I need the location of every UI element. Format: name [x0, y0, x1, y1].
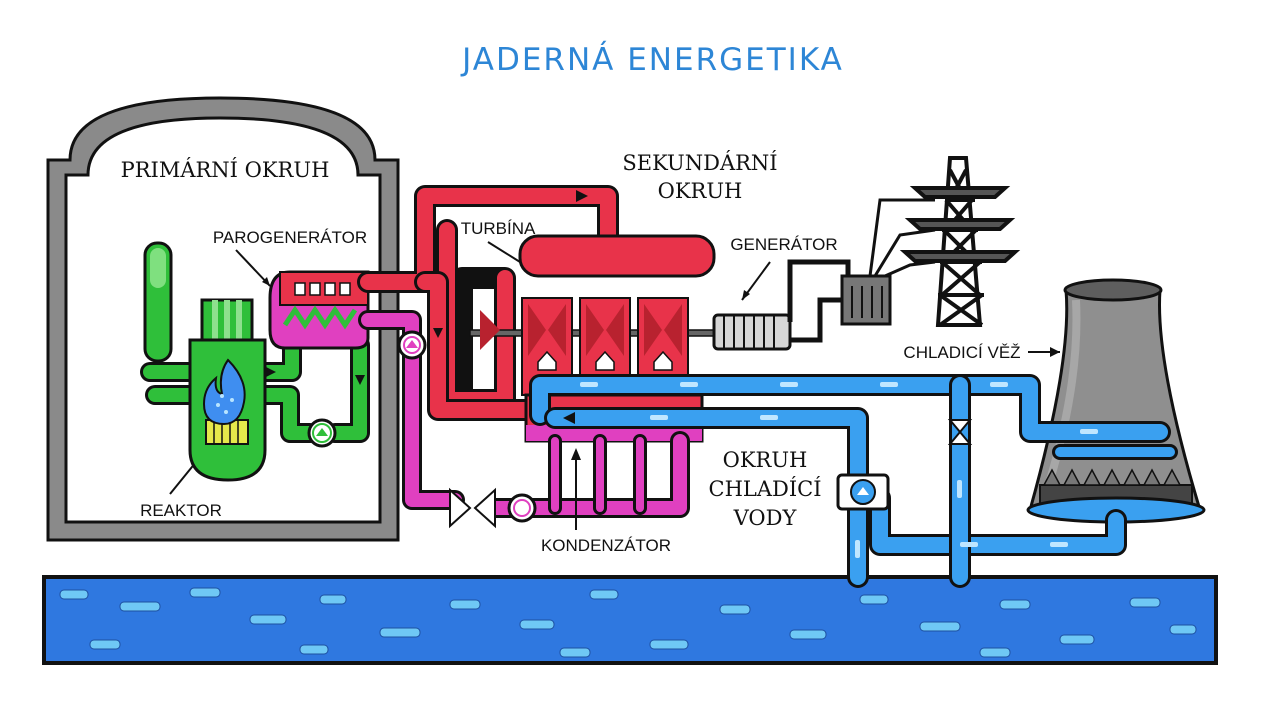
reactor-label: REAKTOR [140, 501, 222, 520]
power-lines [790, 262, 848, 340]
control-rod-column [145, 243, 171, 361]
turbine-label: TURBÍNA [461, 219, 536, 238]
cooling-water-label-2: CHLADÍCÍ [709, 477, 822, 501]
cooling-water-label-3: VODY [733, 506, 798, 530]
cooling-tower-label: CHLADICÍ VĚŽ [903, 343, 1020, 362]
power-pylon-icon [905, 158, 1015, 325]
pump-icon [509, 495, 535, 521]
primary-circuit-label: PRIMÁRNÍ OKRUH [121, 158, 330, 182]
turbine-arrow [488, 242, 520, 262]
pump-icon [399, 332, 425, 358]
diagram-title: JADERNÁ ENERGETIKA [460, 42, 844, 78]
valve-icon [450, 490, 495, 526]
pump-icon [838, 475, 888, 509]
secondary-circuit-label-1: SEKUNDÁRNÍ [622, 151, 777, 175]
pump-icon [309, 420, 335, 446]
power-lines [870, 200, 935, 276]
condenser-label: KONDENZÁTOR [541, 536, 671, 555]
steam-generator-label: PAROGENERÁTOR [213, 228, 367, 247]
river [44, 577, 1216, 663]
steam-generator [270, 272, 368, 348]
transformer-icon [842, 276, 890, 324]
generator-label: GENERÁTOR [730, 235, 837, 254]
cooling-tower [1028, 280, 1204, 522]
electric-generator [714, 315, 790, 349]
secondary-circuit-label-2: OKRUH [658, 179, 743, 203]
cooling-water-label-1: OKRUH [723, 448, 808, 472]
